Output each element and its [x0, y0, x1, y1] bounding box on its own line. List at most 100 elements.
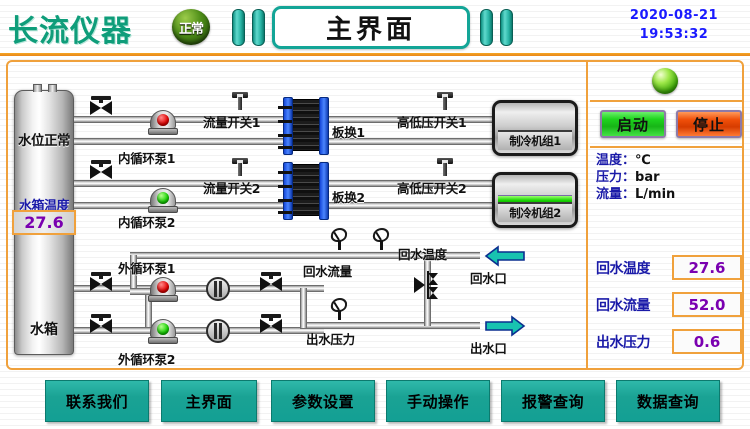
outlet-pressure-gauge-icon — [330, 298, 350, 320]
chiller-unit-1[interactable]: 制冷机组1 — [492, 100, 578, 156]
tank-temperature-value-box: 27.6 — [12, 210, 76, 235]
readout-return-temperature-value: 27.6 — [688, 258, 726, 277]
nav-button-alarm-query-label: 报警查询 — [521, 392, 584, 411]
readout-return-temperature-label: 回水温度 — [596, 261, 651, 277]
return-port-label: 回水口 — [470, 271, 507, 286]
readout-return-temperature: 回水温度 27.6 — [596, 255, 744, 281]
stop-button-label: 停止 — [692, 115, 725, 134]
system-running-indicator — [652, 68, 678, 94]
clock-date: 2020-08-21 — [629, 8, 719, 23]
pump-inner-1[interactable] — [148, 110, 178, 136]
tank-level-status: 水位正常 — [18, 133, 71, 149]
strainer-outer-2 — [206, 319, 230, 343]
nav-button-alarm-query[interactable]: 报警查询 — [501, 380, 605, 422]
control-divider-bottom — [590, 146, 744, 148]
readout-outlet-pressure-label: 出水压力 — [596, 335, 651, 351]
decor-pill-right-1 — [480, 9, 493, 46]
unit-temperature-row: 温度：℃ — [596, 152, 675, 169]
readout-return-flow-value: 52.0 — [688, 295, 726, 314]
nav-button-data-query[interactable]: 数据查询 — [616, 380, 720, 422]
unit-pressure-row: 压力：bar — [596, 169, 675, 186]
tank-temperature-value: 27.6 — [24, 213, 64, 232]
process-diagram-panel — [6, 60, 744, 370]
clock: 2020-08-21 19:53:32 — [614, 6, 734, 44]
panel-vertical-divider — [586, 62, 588, 370]
outlet-port-label: 出水口 — [470, 341, 507, 356]
nav-button-manual-operation[interactable]: 手动操作 — [386, 380, 490, 422]
start-button[interactable]: 启动 — [600, 110, 666, 138]
nav-button-contact-us[interactable]: 联系我们 — [45, 380, 149, 422]
hl-pressure-switch-2-sensor-icon — [437, 158, 453, 176]
status-badge-label: 正常 — [178, 21, 204, 37]
flow-switch-1-label: 流量开关1 — [203, 115, 261, 130]
nav-button-parameter-settings[interactable]: 参数设置 — [271, 380, 375, 422]
chiller-unit-1-label: 制冷机组1 — [509, 134, 561, 148]
unit-pressure-value: bar — [635, 170, 660, 185]
pipe-riser-outer-1 — [130, 255, 137, 291]
status-badge-normal: 正常 — [172, 9, 210, 45]
stop-button[interactable]: 停止 — [676, 110, 742, 138]
chiller-unit-2-label: 制冷机组2 — [509, 206, 561, 220]
unit-flow-row: 流量：L/min — [596, 186, 675, 203]
pump-outer-1-label: 外循环泵1 — [118, 261, 176, 276]
flow-switch-2-label: 流量开关2 — [203, 181, 261, 196]
page-title: 主界面 — [325, 15, 416, 45]
pipe-outer-2 — [74, 327, 324, 334]
return-port-arrow-icon — [484, 245, 526, 267]
nav-button-manual-operation-label: 手动操作 — [406, 392, 469, 411]
flow-switch-1-sensor-icon — [232, 92, 248, 110]
nav-button-main-screen[interactable]: 主界面 — [161, 380, 257, 422]
outlet-port-arrow-icon — [484, 315, 526, 337]
pipe-return-header — [130, 252, 480, 259]
valve-inner-2[interactable] — [88, 160, 114, 184]
hl-pressure-switch-1-label: 高低压开关1 — [397, 115, 467, 130]
pump-outer-2-label: 外循环泵2 — [118, 352, 176, 367]
pump-inner-1-status-led — [157, 114, 169, 126]
decor-pill-left-1 — [232, 9, 245, 46]
pump-outer-1[interactable] — [148, 277, 178, 303]
pump-outer-2[interactable] — [148, 319, 178, 345]
valve-outer-1-outlet[interactable] — [258, 272, 284, 296]
bottom-navigation-bar: 联系我们 主界面 参数设置 手动操作 报警查询 数据查询 — [0, 376, 750, 429]
readout-outlet-pressure-value: 0.6 — [693, 332, 721, 351]
pump-outer-1-status-led — [157, 281, 169, 293]
chiller-unit-2[interactable]: 制冷机组2 — [492, 172, 578, 228]
nav-button-parameter-settings-label: 参数设置 — [291, 392, 354, 411]
header-bar: 长流仪器 正常 主界面 2020-08-21 19:53:32 — [0, 0, 750, 55]
strainer-outer-1 — [206, 277, 230, 301]
return-flow-gauge-icon — [330, 228, 350, 250]
hl-pressure-switch-2-label: 高低压开关2 — [397, 181, 467, 196]
return-temp-gauge-icon — [372, 228, 392, 250]
unit-legend: 温度：℃ 压力：bar 流量：L/min — [596, 152, 675, 203]
valve-outer-1-inlet[interactable] — [88, 272, 114, 296]
bypass-control-valve[interactable] — [411, 269, 445, 301]
heat-exchanger-2 — [278, 162, 329, 220]
pump-inner-1-label: 内循环泵1 — [118, 151, 176, 166]
valve-inner-1[interactable] — [88, 96, 114, 120]
pipe-riser-outer-2 — [145, 288, 152, 330]
flow-switch-2-sensor-icon — [232, 158, 248, 176]
heat-exchanger-2-label: 板换2 — [332, 190, 365, 205]
pump-inner-2[interactable] — [148, 188, 178, 214]
heat-exchanger-1-label: 板换1 — [332, 125, 365, 140]
decor-pill-right-2 — [500, 9, 513, 46]
pipe-outlet-header — [300, 322, 480, 329]
tank-nozzle-left — [33, 84, 42, 92]
brand-logo-text: 长流仪器 — [8, 14, 132, 49]
tank-name-label: 水箱 — [30, 322, 58, 338]
valve-outer-2-outlet[interactable] — [258, 314, 284, 338]
pump-inner-2-status-led — [157, 192, 169, 204]
readout-outlet-pressure: 出水压力 0.6 — [596, 329, 744, 355]
unit-temperature-label: 温度： — [596, 153, 636, 168]
pipe-riser-outlet — [300, 288, 307, 328]
outlet-pressure-label: 出水压力 — [306, 332, 355, 347]
pipe-jog-outer-1 — [130, 288, 152, 295]
decor-pill-left-2 — [252, 9, 265, 46]
header-divider — [0, 53, 750, 56]
valve-outer-2-inlet[interactable] — [88, 314, 114, 338]
nav-button-data-query-label: 数据查询 — [636, 392, 699, 411]
heat-exchanger-1 — [278, 97, 329, 155]
unit-flow-label: 流量： — [596, 187, 636, 202]
pump-outer-2-status-led — [157, 323, 169, 335]
